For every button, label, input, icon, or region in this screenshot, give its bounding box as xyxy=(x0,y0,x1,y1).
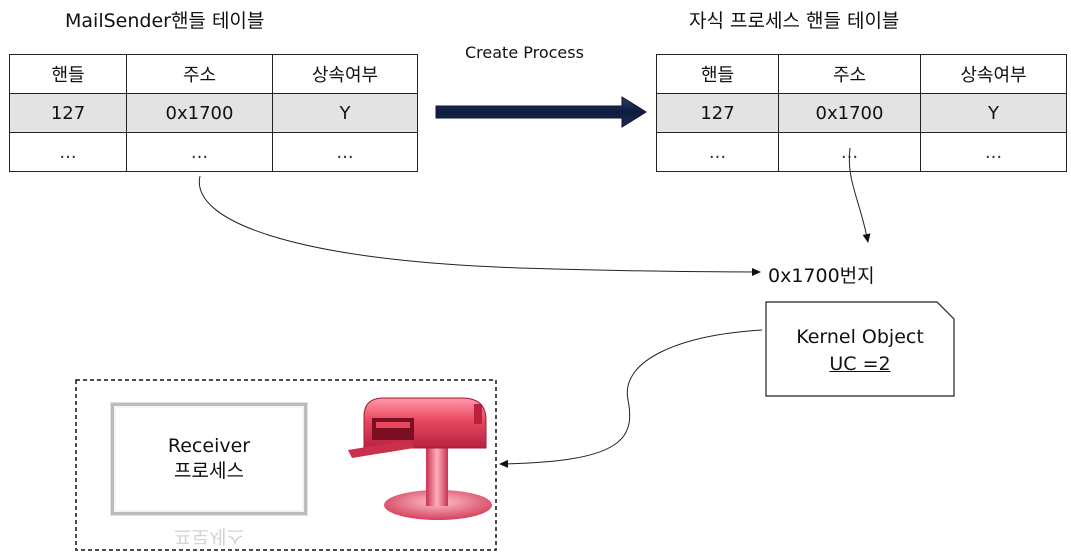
mailbox-icon xyxy=(348,397,492,520)
table-cell: ... xyxy=(272,132,418,172)
table-cell: ... xyxy=(920,132,1067,172)
table-cell: ... xyxy=(9,132,127,172)
table-cell: ... xyxy=(656,132,779,172)
receiver-container xyxy=(75,379,497,551)
receiver-reflection: 프로세스 xyxy=(111,517,307,551)
table-cell: ... xyxy=(778,132,921,172)
kernel-object-title: Kernel Object xyxy=(796,326,924,348)
table-cell: 127 xyxy=(9,93,127,133)
table-cell: ... xyxy=(126,132,273,172)
table-row: ... ... ... xyxy=(656,132,1067,172)
left-table-title: MailSender핸들 테이블 xyxy=(65,10,265,32)
table-cell: 127 xyxy=(656,93,779,133)
usage-count: UC =2 xyxy=(829,353,891,375)
table-header-row: 핸들 주소 상속여부 xyxy=(9,54,418,94)
right-handle-table: 핸들 주소 상속여부 127 0x1700 Y ... ... ... xyxy=(656,54,1067,172)
kernel-to-receiver-connector xyxy=(499,329,763,468)
kernel-object-note xyxy=(765,301,955,397)
left-handle-table: 핸들 주소 상속여부 127 0x1700 Y ... ... ... xyxy=(9,54,418,172)
left-to-address-connector xyxy=(198,175,761,276)
table-row: 127 0x1700 Y xyxy=(656,93,1067,133)
table-cell: 0x1700 xyxy=(126,93,273,133)
kernel-object-text: Kernel Object UC =2 xyxy=(766,324,954,378)
table-header-row: 핸들 주소 상속여부 xyxy=(656,54,1067,94)
table-cell: Y xyxy=(920,93,1067,133)
table-row: 127 0x1700 Y xyxy=(9,93,418,133)
table-cell: Y xyxy=(272,93,418,133)
header-cell: 핸들 xyxy=(656,54,779,94)
header-cell: 상속여부 xyxy=(272,54,418,94)
address-label: 0x1700번지 xyxy=(768,265,875,287)
header-cell: 주소 xyxy=(778,54,921,94)
receiver-process-box: Receiver 프로세스 xyxy=(111,403,307,515)
create-process-arrow-icon xyxy=(435,96,647,128)
receiver-process-label: 프로세스 xyxy=(174,460,244,482)
create-process-label: Create Process xyxy=(465,43,584,62)
header-cell: 주소 xyxy=(126,54,273,94)
receiver-label: Receiver xyxy=(167,435,251,457)
table-cell: 0x1700 xyxy=(778,93,921,133)
header-cell: 핸들 xyxy=(9,54,127,94)
table-row: ... ... ... xyxy=(9,132,418,172)
right-table-title: 자식 프로세스 핸들 테이블 xyxy=(689,10,900,32)
header-cell: 상속여부 xyxy=(920,54,1067,94)
receiver-reflection-text: 프로세스 xyxy=(174,525,244,547)
